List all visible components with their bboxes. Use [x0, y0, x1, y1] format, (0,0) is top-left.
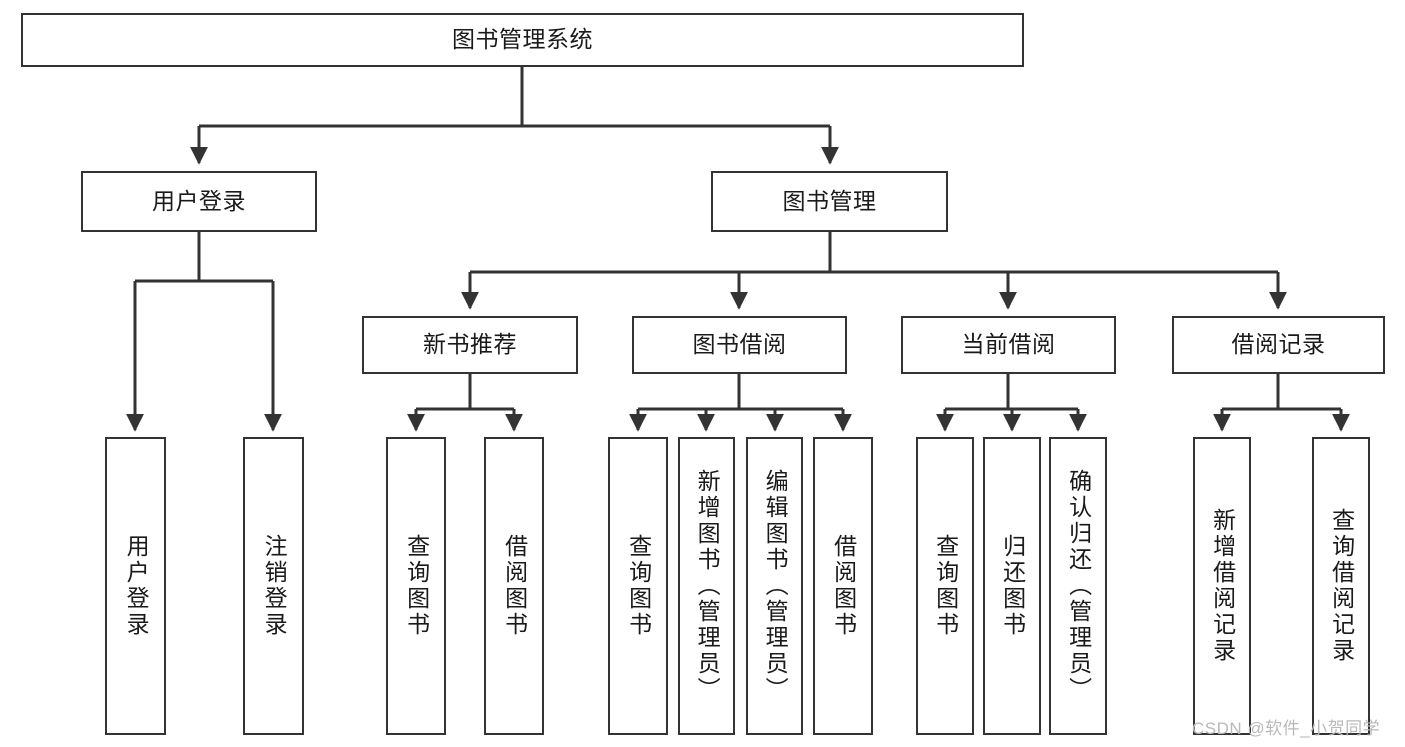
- node-current-borrow[interactable]: 当前借阅: [901, 316, 1116, 374]
- node-leaf-query-book-1[interactable]: 查询图书: [386, 437, 446, 735]
- node-leaf-return-book-label: 归还图书: [999, 534, 1026, 638]
- node-leaf-query-book-2[interactable]: 查询图书: [608, 437, 668, 735]
- node-leaf-edit-book[interactable]: 编辑图书（管理员）: [746, 437, 803, 735]
- node-leaf-confirm-return[interactable]: 确认归还（管理员）: [1049, 437, 1107, 735]
- node-borrow-record-label: 借阅记录: [1231, 331, 1326, 358]
- node-leaf-return-book[interactable]: 归还图书: [983, 437, 1041, 735]
- node-leaf-borrow-book-1-label: 借阅图书: [501, 534, 528, 638]
- csdn-watermark: CSDN @软件_小贺同学: [1192, 719, 1381, 738]
- node-borrow-record[interactable]: 借阅记录: [1172, 316, 1385, 374]
- node-leaf-add-record[interactable]: 新增借阅记录: [1193, 437, 1251, 735]
- node-leaf-borrow-book-2[interactable]: 借阅图书: [813, 437, 873, 735]
- node-book-borrow-label: 图书借阅: [692, 331, 787, 358]
- node-current-borrow-label: 当前借阅: [961, 331, 1056, 358]
- node-leaf-query-book-3[interactable]: 查询图书: [916, 437, 974, 735]
- node-leaf-user-logout[interactable]: 注销登录: [243, 437, 304, 735]
- node-book-borrow[interactable]: 图书借阅: [632, 316, 847, 374]
- node-user-login[interactable]: 用户登录: [81, 171, 317, 232]
- node-leaf-confirm-return-label: 确认归还（管理员）: [1065, 469, 1092, 703]
- node-new-book-recommend-label: 新书推荐: [423, 331, 517, 358]
- node-leaf-add-book[interactable]: 新增图书（管理员）: [678, 437, 735, 735]
- node-leaf-query-record-label: 查询借阅记录: [1328, 508, 1355, 664]
- node-root[interactable]: 图书管理系统: [21, 13, 1024, 67]
- node-leaf-user-login-label: 用户登录: [123, 534, 150, 638]
- node-leaf-query-book-3-label: 查询图书: [932, 534, 959, 638]
- node-leaf-query-book-2-label: 查询图书: [625, 534, 652, 638]
- node-leaf-add-record-label: 新增借阅记录: [1209, 508, 1236, 664]
- node-leaf-add-book-label: 新增图书（管理员）: [694, 469, 721, 703]
- node-leaf-query-book-1-label: 查询图书: [403, 534, 430, 638]
- node-leaf-borrow-book-1[interactable]: 借阅图书: [484, 437, 544, 735]
- node-leaf-edit-book-label: 编辑图书（管理员）: [762, 469, 789, 703]
- node-leaf-user-logout-label: 注销登录: [261, 534, 288, 638]
- node-user-login-label: 用户登录: [152, 187, 246, 214]
- node-book-manage-label: 图书管理: [782, 187, 877, 214]
- node-leaf-query-record[interactable]: 查询借阅记录: [1312, 437, 1370, 735]
- node-leaf-user-login[interactable]: 用户登录: [105, 437, 166, 735]
- node-new-book-recommend[interactable]: 新书推荐: [362, 316, 578, 374]
- node-book-manage[interactable]: 图书管理: [711, 171, 948, 232]
- node-root-label: 图书管理系统: [452, 26, 593, 53]
- node-leaf-borrow-book-2-label: 借阅图书: [830, 534, 857, 638]
